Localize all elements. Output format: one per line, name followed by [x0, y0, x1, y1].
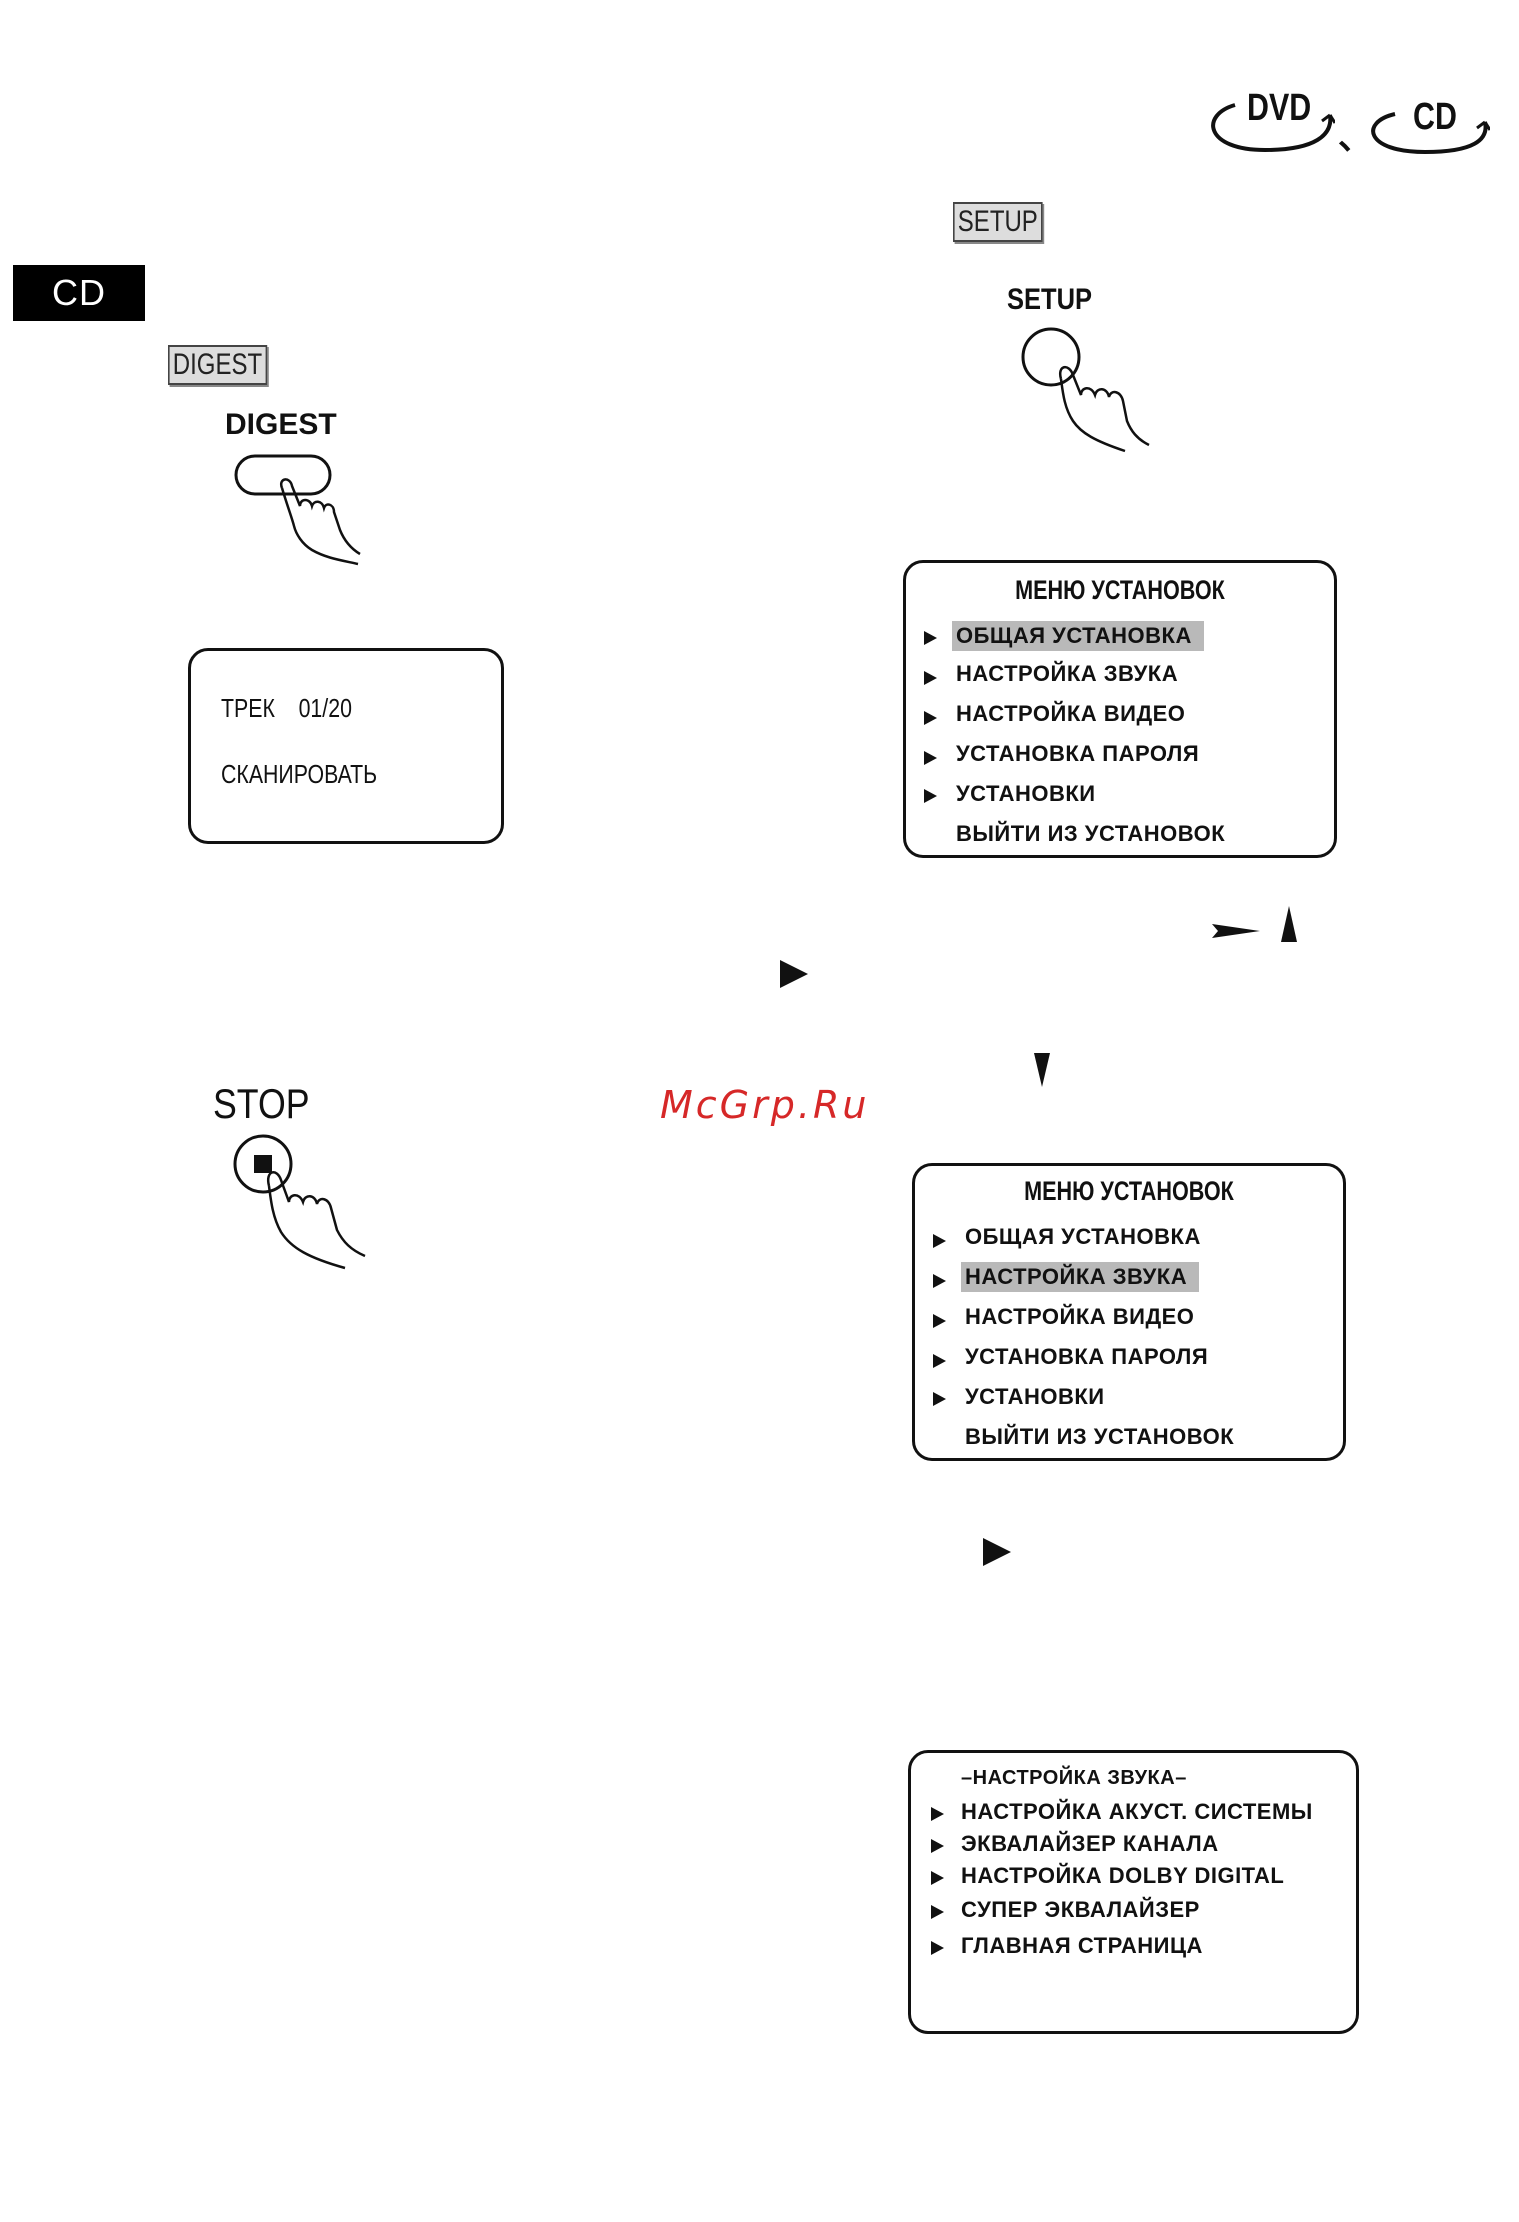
scan-status-text: СКАНИРОВАТЬ [221, 759, 378, 789]
setup-button[interactable] [1015, 325, 1155, 455]
menu1-bullet-icon-3 [924, 751, 937, 765]
disc-logo-separator: 、 [1338, 119, 1372, 157]
menu2-bullet-icon-4 [933, 1392, 946, 1406]
menu1-item-password-setup[interactable]: УСТАНОВКА ПАРОЛЯ [956, 741, 1200, 766]
stop-square-icon [254, 1155, 272, 1173]
digest-button-title: DIGEST [225, 408, 337, 441]
cd-disc-logo: CD [1365, 92, 1490, 157]
audio-bullet-icon-1 [931, 1839, 944, 1853]
menu1-bullet-icon-0 [924, 631, 937, 645]
menu1-item-video-setup[interactable]: НАСТРОЙКА ВИДЕО [956, 701, 1186, 726]
audio-item-super-eq[interactable]: СУПЕР ЭКВАЛАЙЗЕР [961, 1897, 1200, 1922]
dvd-logo-text: DVD [1247, 87, 1312, 129]
audio-bullet-icon-2 [931, 1871, 944, 1885]
menu2-bullet-icon-2 [933, 1314, 946, 1328]
section-label-cd: CD [13, 265, 145, 321]
menu1-item-general-setup[interactable]: ОБЩАЯ УСТАНОВКА [952, 621, 1204, 651]
menu1-item-exit-setup[interactable]: ВЫЙТИ ИЗ УСТАНОВОК [956, 821, 1226, 846]
right-arrow-icon [1212, 924, 1260, 938]
menu2-bullet-icon-1 [933, 1274, 946, 1288]
track-scan-screen: ТРЕК 01/20 СКАНИРОВАТЬ [188, 648, 504, 844]
audio-setup-screen: –НАСТРОЙКА ЗВУКА– НАСТРОЙКА АКУСТ. СИСТЕ… [908, 1750, 1359, 2034]
watermark-text: McGrp.Ru [660, 1083, 870, 1127]
finger-press-icon [234, 454, 361, 566]
menu1-bullet-icon-1 [924, 671, 937, 685]
digest-key-label: DIGEST [168, 345, 267, 385]
menu2-item-password-setup[interactable]: УСТАНОВКА ПАРОЛЯ [965, 1344, 1209, 1369]
digest-button[interactable] [230, 448, 380, 568]
audio-item-channel-eq[interactable]: ЭКВАЛАЙЗЕР КАНАЛА [961, 1831, 1219, 1856]
setup-finger-press-icon [1021, 327, 1150, 453]
stop-button-title: STOP [213, 1080, 310, 1127]
menu1-bullet-icon-2 [924, 711, 937, 725]
setup-key-label: SETUP [953, 202, 1043, 242]
menu2-item-video-setup[interactable]: НАСТРОЙКА ВИДЕО [965, 1304, 1195, 1329]
setup-menu-screen-2: МЕНЮ УСТАНОВОК ОБЩАЯ УСТАНОВКА НАСТРОЙКА… [912, 1163, 1346, 1461]
setup-button-title: SETUP [1007, 283, 1093, 316]
menu2-title: МЕНЮ УСТАНОВОК [1024, 1176, 1234, 1206]
up-arrow-icon [1281, 906, 1297, 942]
down-arrow-icon [1034, 1053, 1050, 1087]
dvd-disc-arc-icon [1211, 103, 1335, 153]
cd-disc-arc-icon [1371, 112, 1490, 155]
menu2-bullet-icon-0 [933, 1234, 946, 1248]
menu1-item-preferences[interactable]: УСТАНОВКИ [956, 781, 1096, 806]
track-counter-text: ТРЕК 01/20 [221, 693, 352, 723]
menu1-bullet-icon-4 [924, 789, 937, 803]
audio-bullet-icon-3 [931, 1905, 944, 1919]
dvd-disc-logo: DVD [1205, 85, 1335, 155]
menu2-bullet-icon-3 [933, 1354, 946, 1368]
menu2-item-general-setup[interactable]: ОБЩАЯ УСТАНОВКА [965, 1224, 1201, 1249]
cd-logo-text: CD [1413, 96, 1457, 138]
stop-button[interactable] [225, 1130, 375, 1275]
menu1-item-audio-setup[interactable]: НАСТРОЙКА ЗВУКА [956, 661, 1179, 686]
audio-menu-title: –НАСТРОЙКА ЗВУКА– [961, 1767, 1187, 1789]
play-arrow-icon [780, 960, 808, 988]
audio-bullet-icon-0 [931, 1807, 944, 1821]
menu2-item-exit-setup[interactable]: ВЫЙТИ ИЗ УСТАНОВОК [965, 1424, 1235, 1449]
play-arrow-icon-2 [983, 1538, 1011, 1566]
stop-finger-press-icon [233, 1134, 366, 1270]
setup-menu-screen-1: МЕНЮ УСТАНОВОК ОБЩАЯ УСТАНОВКА НАСТРОЙКА… [903, 560, 1337, 858]
menu1-title: МЕНЮ УСТАНОВОК [1015, 575, 1225, 605]
audio-bullet-icon-4 [931, 1941, 944, 1955]
audio-item-speaker-setup[interactable]: НАСТРОЙКА АКУСТ. СИСТЕМЫ [961, 1799, 1313, 1824]
audio-item-dolby-digital[interactable]: НАСТРОЙКА DOLBY DIGITAL [961, 1863, 1285, 1888]
menu2-item-preferences[interactable]: УСТАНОВКИ [965, 1384, 1105, 1409]
audio-item-main-page[interactable]: ГЛАВНАЯ СТРАНИЦА [961, 1933, 1203, 1958]
menu2-item-audio-setup[interactable]: НАСТРОЙКА ЗВУКА [961, 1262, 1200, 1292]
